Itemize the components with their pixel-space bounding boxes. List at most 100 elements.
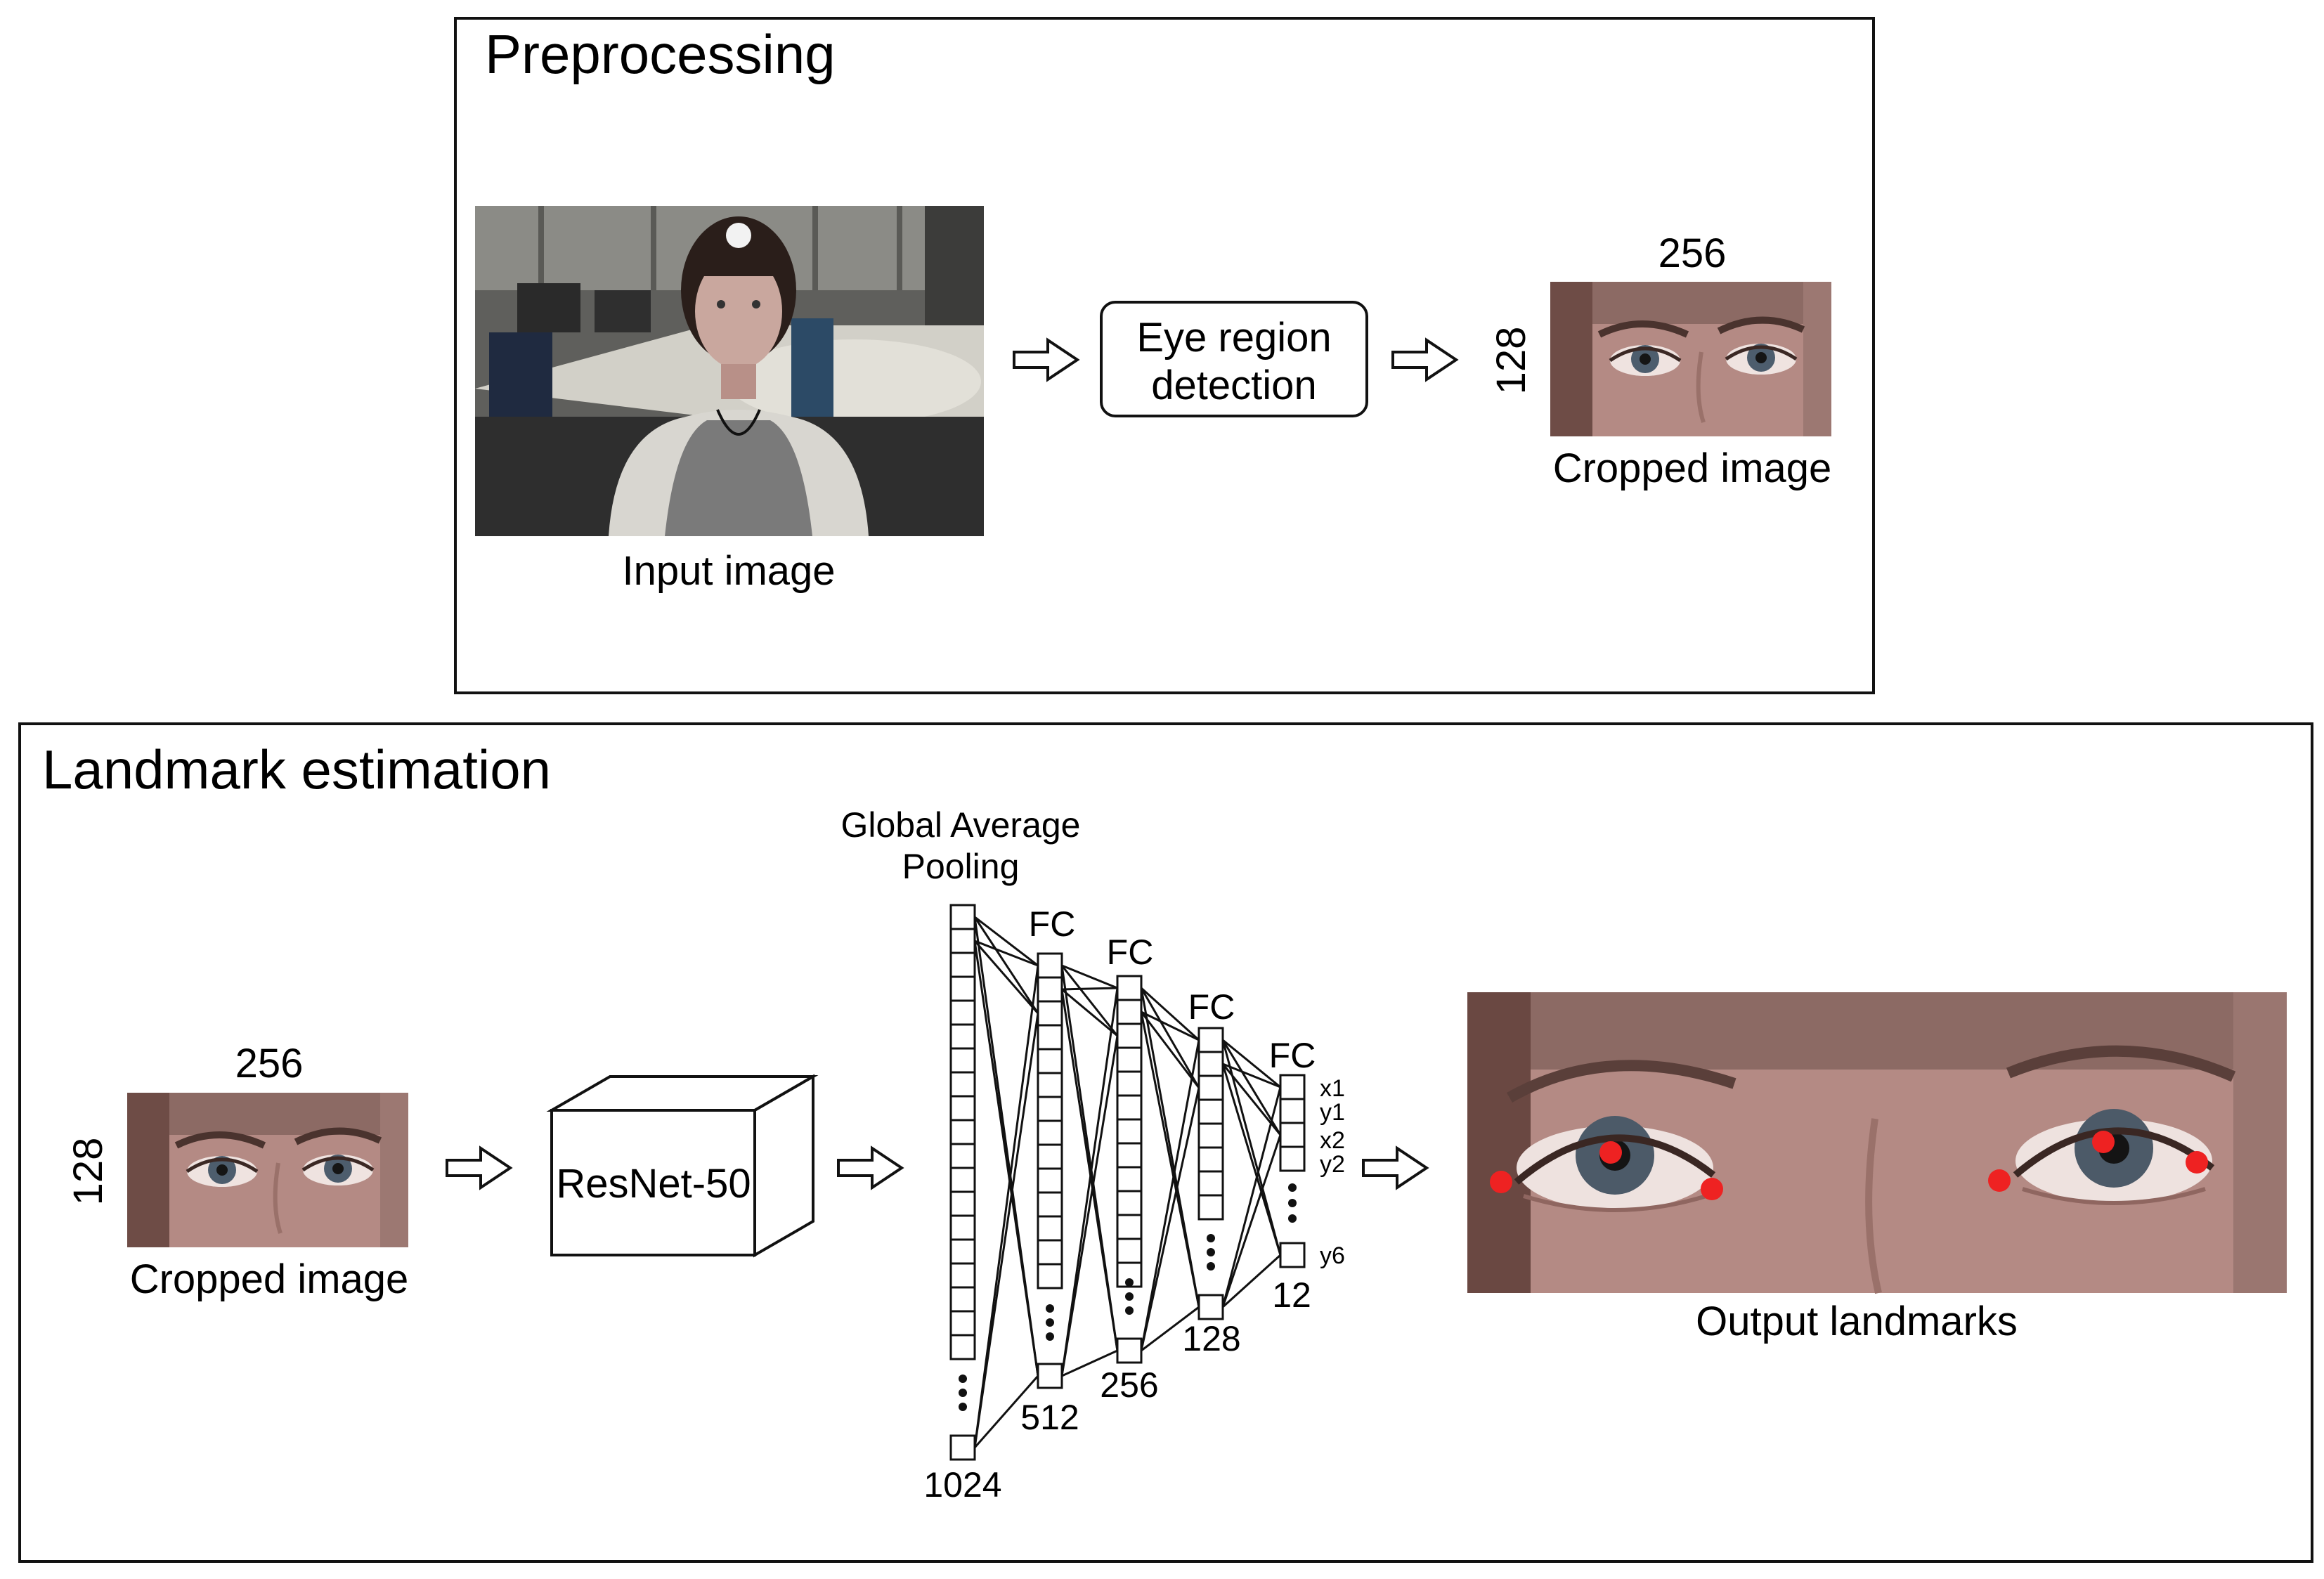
fc1-layer-neuron [1037, 1239, 1063, 1266]
fc-connection-line [1060, 987, 1119, 1377]
fc2-layer-neuron [1116, 1190, 1143, 1216]
fc2-layer-neuron [1116, 1070, 1143, 1097]
fc-connection-line [973, 965, 1039, 1448]
output-x2: x2 [1320, 1127, 1345, 1154]
cropped-image-label: Cropped image [1553, 446, 1832, 491]
fc-connection-line [973, 940, 1039, 1014]
fc1-layer-last-neuron [1037, 1363, 1063, 1389]
fc-connection-line [1060, 1035, 1119, 1377]
fc2-layer-neuron [1116, 975, 1143, 1001]
fc-label-1: FC [1029, 904, 1076, 944]
ellipsis-dot [1288, 1183, 1297, 1192]
fc-connection-line [1060, 965, 1119, 1037]
detection-label-line1: Eye region [1136, 315, 1331, 360]
pooling-layer-neuron [949, 1190, 976, 1217]
fc-label-4: FC [1269, 1036, 1316, 1075]
pooling-layer-neuron [949, 1310, 976, 1337]
crop-height-label: 128 [1488, 327, 1534, 395]
fc-connection-line [1140, 1011, 1200, 1308]
fc-label-2: FC [1107, 933, 1154, 972]
pooling-layer-neuron [949, 1286, 976, 1313]
pooling-layer-neuron [949, 1167, 976, 1193]
pooling-layer-neuron [949, 975, 976, 1002]
fc-connection-line [1222, 1039, 1281, 1089]
fc2-layer-neuron [1116, 1094, 1143, 1121]
pooling-layer-neuron [949, 1047, 976, 1074]
landmark-dot-right-center [2092, 1131, 2115, 1153]
fc-connection-line [973, 1375, 1039, 1448]
fc-connection-line [974, 940, 1039, 967]
fc-connection-line [1221, 1086, 1282, 1308]
fc1-layer-neuron [1037, 1191, 1063, 1218]
fc-connections [973, 916, 1282, 1448]
cropped-image-label-2: Cropped image [130, 1256, 409, 1302]
ellipsis-dot [1046, 1318, 1054, 1327]
pooling-layer-neuron [949, 1238, 976, 1265]
network-neurons [949, 904, 1306, 1461]
pooling-layer-neuron [949, 951, 976, 978]
layer-size-256: 256 [1100, 1365, 1158, 1405]
arrow-to-pooling [837, 1147, 903, 1189]
cropped-image-photo [1550, 282, 1831, 436]
fc3-layer-neuron [1197, 1122, 1224, 1149]
eye-region-detection-box [1100, 301, 1368, 417]
fc1-layer-neuron [1037, 976, 1063, 1003]
fc-connection-line [1140, 987, 1200, 1041]
fc-connection-line [1221, 1063, 1282, 1256]
ellipsis-dot [1125, 1278, 1134, 1287]
pooling-layer-neuron [949, 1214, 976, 1241]
fc-connection-line [1140, 1087, 1200, 1351]
output-x1: x1 [1320, 1075, 1345, 1102]
ellipsis-dot [1207, 1262, 1215, 1271]
fc1-layer-neuron [1037, 1072, 1063, 1098]
fc4-layer-neuron [1279, 1145, 1306, 1172]
fc1-layer-neuron [1037, 952, 1063, 979]
crop-height-label-2: 128 [65, 1138, 111, 1206]
landmark-dot-left-inner [1701, 1178, 1723, 1200]
landmark-dot-right-outer [2186, 1151, 2208, 1174]
pooling-layer-last-neuron [949, 1434, 976, 1461]
fc-connection-line [1061, 988, 1118, 1037]
landmark-title: Landmark estimation [42, 739, 551, 800]
fc3-layer-neuron [1197, 1027, 1224, 1053]
pooling-layer-neuron [949, 1262, 976, 1289]
fc-connection-line [973, 1013, 1039, 1448]
fc-connection-line [1140, 1039, 1200, 1351]
fc-connection-line [1221, 1254, 1282, 1308]
input-image-label: Input image [622, 548, 835, 594]
fc2-layer-neuron [1116, 999, 1143, 1025]
output-y6: y6 [1320, 1242, 1345, 1269]
ellipsis-dot [1046, 1332, 1054, 1341]
fc-connection-line [973, 916, 1039, 1014]
pooling-layer-neuron [949, 999, 976, 1026]
ellipsis-dot [1125, 1306, 1134, 1315]
ellipsis-dot [959, 1403, 967, 1411]
pooling-layer-neuron [949, 1023, 976, 1050]
ellipsis-dots [959, 1183, 1297, 1411]
fc-connection-line [1061, 987, 1118, 991]
landmark-dot-right-inner [1988, 1169, 2011, 1192]
fc-connection-line [1060, 989, 1119, 1351]
fc-connection-line [1222, 1063, 1281, 1089]
fc1-layer-neuron [1037, 1143, 1063, 1170]
fc3-layer-neuron [1197, 1098, 1224, 1125]
fc-connection-line [1221, 1134, 1282, 1308]
landmark-dot-left-center [1599, 1141, 1622, 1164]
fc-connection-line [973, 940, 1039, 1377]
detection-label-line2: detection [1151, 363, 1316, 408]
fc-connection-line [1141, 1306, 1200, 1352]
pooling-layer-neuron [949, 928, 976, 954]
arrow-to-resnet [446, 1147, 512, 1189]
resnet-cube [546, 1074, 819, 1258]
arrow-to-crop [1391, 339, 1458, 381]
fc-connection-line [1061, 964, 1118, 989]
pooling-layer-neuron [949, 1143, 976, 1169]
output-landmarks-image [1467, 992, 2287, 1294]
ellipsis-dot [959, 1375, 967, 1383]
fc1-layer-neuron [1037, 1167, 1063, 1194]
ellipsis-dot [1207, 1248, 1215, 1256]
crop-width-label-2: 256 [235, 1041, 304, 1086]
gap-label-line1: Global Average [841, 805, 1081, 845]
ellipsis-dot [959, 1389, 967, 1397]
fc1-layer-neuron [1037, 1048, 1063, 1074]
